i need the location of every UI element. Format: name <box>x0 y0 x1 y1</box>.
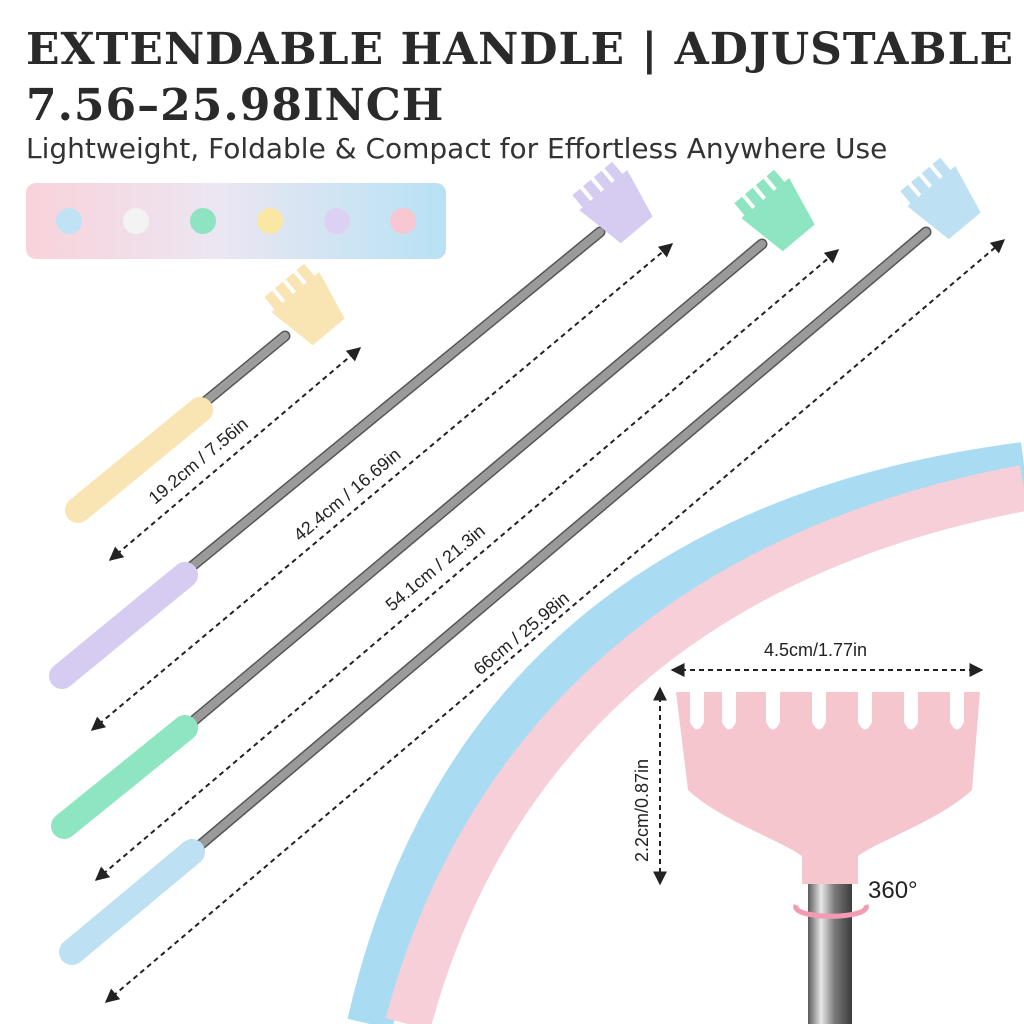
head-detail: 4.5cm/1.77in 2.2cm/0.87in 360° <box>632 640 984 1024</box>
dimension-arrow-4 <box>104 239 1006 1003</box>
color-swatch-white <box>123 208 149 234</box>
title-line-2: 7.56–25.98INCH <box>26 80 445 131</box>
rotation-arrow-icon <box>793 904 869 919</box>
subtitle: Lightweight, Foldable & Compact for Effo… <box>26 132 888 165</box>
color-swatch-blue <box>56 208 82 234</box>
length-label-3: 54.1cm / 21.3in <box>382 521 489 615</box>
color-swatch-green <box>190 208 216 234</box>
title-line-1: EXTENDABLE HANDLE | ADJUSTABLE <box>26 24 1015 75</box>
width-label: 4.5cm/1.77in <box>764 640 867 660</box>
height-label: 2.2cm/0.87in <box>632 759 652 862</box>
color-swatch-yellow <box>257 208 283 234</box>
color-swatch-purple <box>324 208 350 234</box>
color-swatch-pink <box>390 208 416 234</box>
rotation-label: 360° <box>868 877 918 904</box>
length-label-2: 42.4cm / 16.69in <box>290 444 405 545</box>
scratcher-purple <box>49 161 653 689</box>
